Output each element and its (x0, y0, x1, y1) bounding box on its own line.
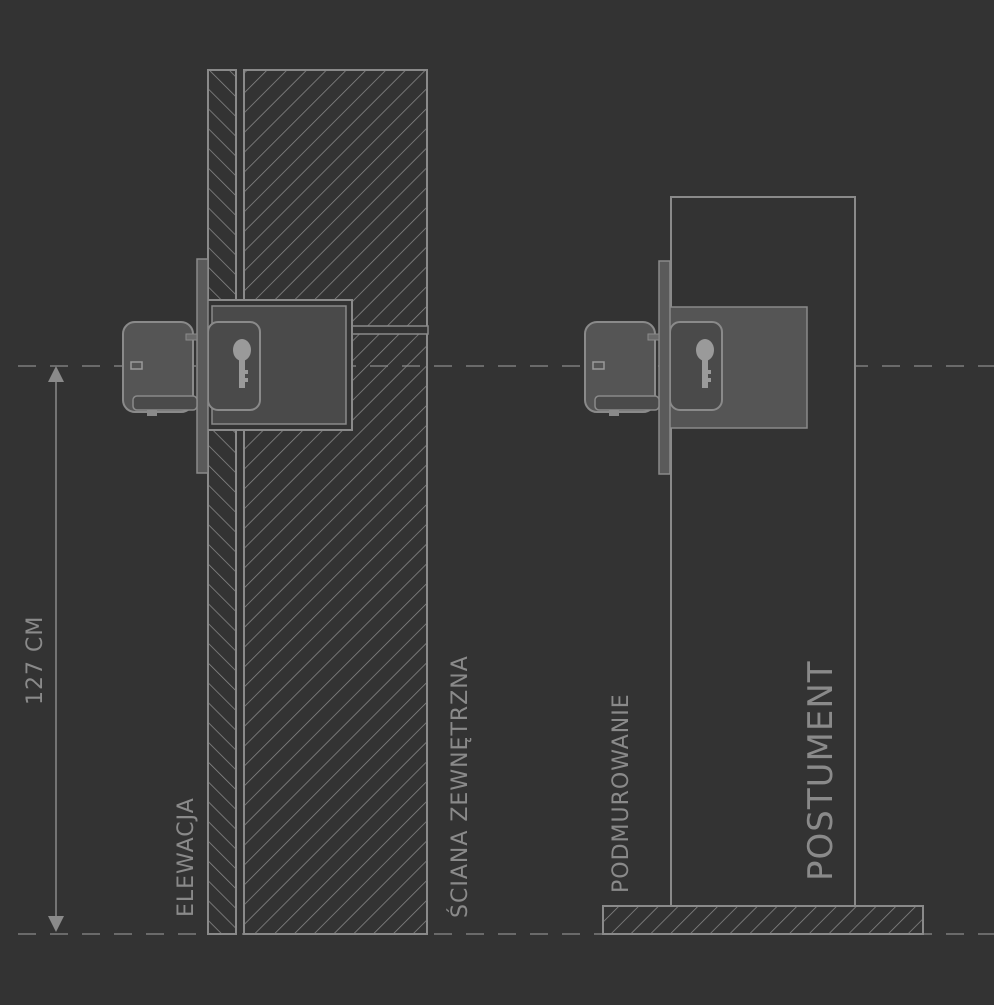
lock-panel-pedestal (669, 321, 723, 411)
lock-panel-wall (207, 321, 261, 411)
height-dimension (48, 366, 64, 932)
front-plate-wall (196, 258, 209, 474)
exterior-wall (243, 69, 428, 935)
mailbox-front-wall (122, 321, 198, 416)
height-label: 127 CM (23, 616, 48, 705)
cable-channel (351, 325, 429, 335)
elevation-label: ELEWACJA (174, 797, 199, 917)
underpinning-label: PODMUROWANIE (609, 693, 634, 893)
key-icon (696, 339, 714, 388)
pedestal-label: POSTUMENT (801, 660, 841, 881)
mailbox-front-pedestal (584, 321, 660, 416)
elevation-layer (207, 69, 237, 935)
underpinning-base (602, 905, 924, 935)
front-plate-pedestal (658, 260, 671, 475)
key-icon (233, 339, 251, 388)
exterior-wall-label: ŚCIANA ZEWNĘTRZNA (447, 655, 473, 918)
